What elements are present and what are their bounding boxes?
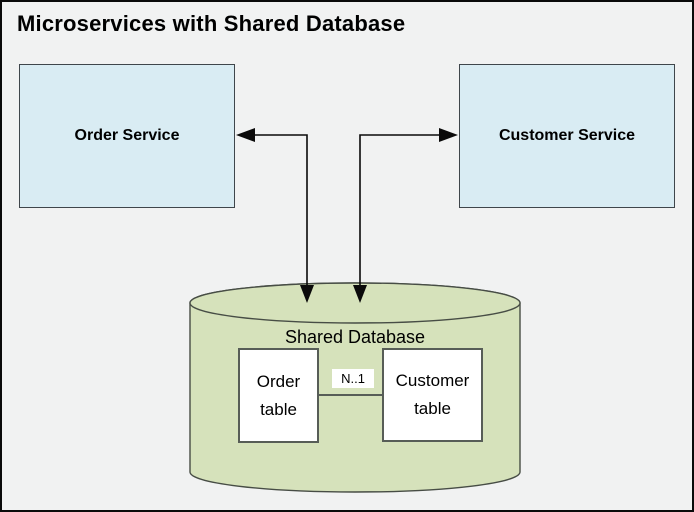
- connector-order-service-database: [236, 128, 314, 303]
- order-service-box: Order Service: [19, 64, 235, 208]
- arrowhead-into-order-service: [236, 128, 255, 142]
- cylinder-top-ellipse: [189, 282, 521, 324]
- order-table-box: Order table: [238, 348, 319, 443]
- connector-line: [359, 134, 441, 287]
- customer-service-box: Customer Service: [459, 64, 675, 208]
- shared-database-label: Shared Database: [284, 327, 426, 347]
- order-table-label: Order table: [256, 371, 301, 419]
- customer-service-label: Customer Service: [498, 127, 636, 144]
- arrowhead-into-customer-service: [439, 128, 458, 142]
- relation-cardinality-label: N..1: [332, 369, 374, 388]
- arrowhead-into-database-left: [300, 285, 314, 303]
- connector-customer-service-database: [353, 128, 458, 303]
- diagram-title: Microservices with Shared Database: [17, 11, 406, 36]
- order-service-label: Order Service: [74, 127, 180, 144]
- customer-table-label: Customer table: [395, 371, 470, 418]
- connector-line: [253, 134, 308, 287]
- customer-table-box: Customer table: [382, 348, 483, 442]
- arrowhead-into-database-right: [353, 285, 367, 303]
